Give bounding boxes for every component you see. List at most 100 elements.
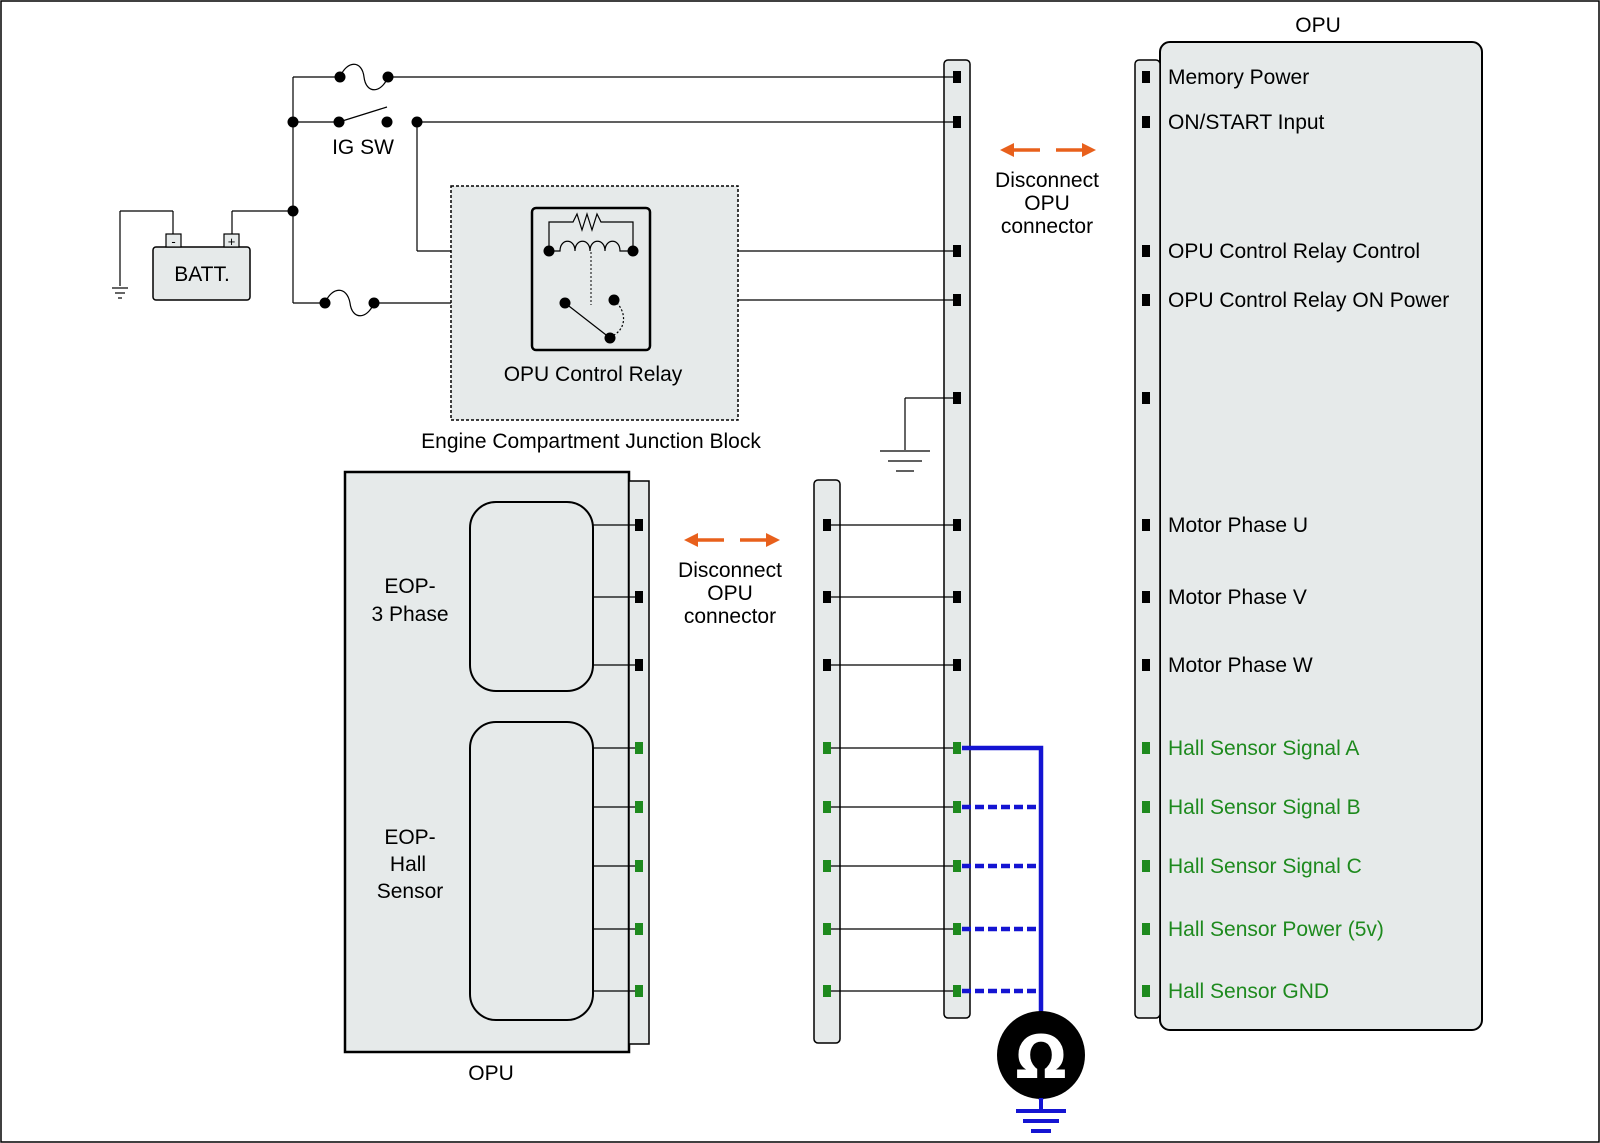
- top-opu-pin-label: Hall Sensor Signal A: [1168, 737, 1359, 760]
- opu-harness-pin-list: [953, 71, 961, 997]
- eop-harness-pin: [823, 860, 831, 872]
- eop-pin: [635, 659, 643, 671]
- ohm-symbol: Ω: [1015, 1023, 1066, 1093]
- relay-label: OPU Control Relay: [504, 363, 683, 386]
- battery-positive-terminal: [223, 233, 240, 248]
- top-opu-pin-label: Motor Phase U: [1168, 514, 1308, 537]
- harness-pin: [953, 294, 961, 306]
- eop-pin: [635, 591, 643, 603]
- harness-pin: [953, 591, 961, 603]
- wire-junction-dot: [381, 116, 393, 128]
- top-opu-pin-label: Hall Sensor Power (5v): [1168, 918, 1384, 941]
- eop-pin: [635, 742, 643, 754]
- connector-ground-icon: [880, 450, 930, 472]
- wire-junction-dot: [627, 245, 639, 257]
- battery-negative-terminal: [165, 233, 182, 248]
- top-opu-pin: [1142, 742, 1150, 754]
- eop-3-phase-label-line-1: EOP-: [384, 575, 435, 598]
- top-opu-pin: [1142, 392, 1150, 404]
- battery-negative-sign: -: [171, 234, 175, 249]
- eop-harness-pin: [823, 519, 831, 531]
- harness-pin: [953, 923, 961, 935]
- top-opu-pin: [1142, 116, 1150, 128]
- disconnect-middle-line-1: Disconnect: [678, 559, 782, 582]
- top-opu-pin-label: Hall Sensor GND: [1168, 980, 1329, 1003]
- opu-control-relay-box: [530, 206, 652, 352]
- wire-junction-dot: [334, 71, 346, 83]
- harness-pin: [953, 245, 961, 257]
- eop-title: OPU: [468, 1062, 514, 1085]
- wire-junction-dot: [368, 297, 380, 309]
- ohmmeter-dashed-probes: [962, 804, 1041, 994]
- harness-pin: [953, 860, 961, 872]
- harness-pin: [953, 519, 961, 531]
- battery-ground-icon: [112, 287, 128, 299]
- eop-connector: [628, 480, 650, 1045]
- eop-harness-pin: [823, 659, 831, 671]
- wire-junction-dot: [543, 245, 555, 257]
- wire-junction-dot: [604, 332, 616, 344]
- wire-junction-dot: [559, 297, 571, 309]
- harness-connector-opu: [943, 59, 971, 1019]
- wire-junction-dot: [411, 116, 423, 128]
- top-opu-pin-label: OPU Control Relay Control: [1168, 240, 1420, 263]
- harness-pin: [953, 71, 961, 83]
- top-opu-pin-label: ON/START Input: [1168, 111, 1325, 134]
- wire-junction-dot: [287, 205, 299, 217]
- fuse-icon-relay: [324, 289, 375, 317]
- disconnect-top-line-3: connector: [1001, 215, 1093, 238]
- harness-pin: [953, 985, 961, 997]
- relay-resistor-icon: [548, 211, 634, 251]
- harness-pin: [953, 742, 961, 754]
- eop-3-phase-label-line-2: 3 Phase: [371, 603, 448, 626]
- eop-hall-label-line-1: EOP-: [384, 826, 435, 849]
- disconnect-top-line-1: Disconnect: [995, 169, 1099, 192]
- wire-junction-dot: [333, 116, 345, 128]
- top-opu-pin: [1142, 294, 1150, 306]
- battery: - + BATT.: [152, 233, 251, 301]
- wire-junction-dot: [319, 297, 331, 309]
- harness-pin: [953, 659, 961, 671]
- top-opu-title: OPU: [1295, 14, 1341, 37]
- top-opu-pin-label: Hall Sensor Signal B: [1168, 796, 1361, 819]
- harness-pin: [953, 116, 961, 128]
- junction-block-label: Engine Compartment Junction Block: [421, 430, 761, 453]
- top-opu-connector: [1134, 59, 1161, 1019]
- top-opu-pin-label: Hall Sensor Signal C: [1168, 855, 1362, 878]
- harness-wire-rows: [593, 519, 957, 997]
- top-opu-pin: [1142, 801, 1150, 813]
- eop-pin: [635, 860, 643, 872]
- ig-switch-icon: [338, 106, 388, 123]
- eop-hall-label-line-3: Sensor: [377, 880, 444, 903]
- disconnect-arrow-top: [1000, 143, 1096, 157]
- eop-pin: [635, 519, 643, 531]
- battery-positive-sign: +: [228, 234, 236, 249]
- eop-hall-sensor-block: [469, 721, 594, 1021]
- wire-junction-dot: [608, 294, 620, 306]
- power-wiring: [119, 76, 957, 450]
- top-opu-pin: [1142, 519, 1150, 531]
- fuse-icon-memory: [339, 63, 389, 91]
- eop-harness-pin: [823, 801, 831, 813]
- harness-pin: [953, 801, 961, 813]
- junction-dots: [287, 71, 639, 344]
- battery-label: BATT.: [174, 263, 230, 286]
- disconnect-arrow-middle: [684, 533, 780, 547]
- wire-junction-dot: [287, 116, 299, 128]
- ig-switch-label: IG SW: [332, 136, 394, 159]
- eop-unit: EOP- 3 Phase EOP- Hall Sensor: [343, 470, 650, 1054]
- top-opu-pin-label: OPU Control Relay ON Power: [1168, 289, 1449, 312]
- eop-pin: [635, 923, 643, 935]
- eop-harness-pin: [823, 985, 831, 997]
- eop-harness-pin: [823, 742, 831, 754]
- eop-pin: [635, 801, 643, 813]
- wire-junction-dot: [382, 71, 394, 83]
- disconnect-middle-line-2: OPU: [707, 582, 753, 605]
- ohmmeter: Ω: [997, 1011, 1085, 1099]
- eop-hall-label-line-2: Hall: [390, 853, 426, 876]
- top-opu-pin: [1142, 659, 1150, 671]
- harness-pin: [953, 392, 961, 404]
